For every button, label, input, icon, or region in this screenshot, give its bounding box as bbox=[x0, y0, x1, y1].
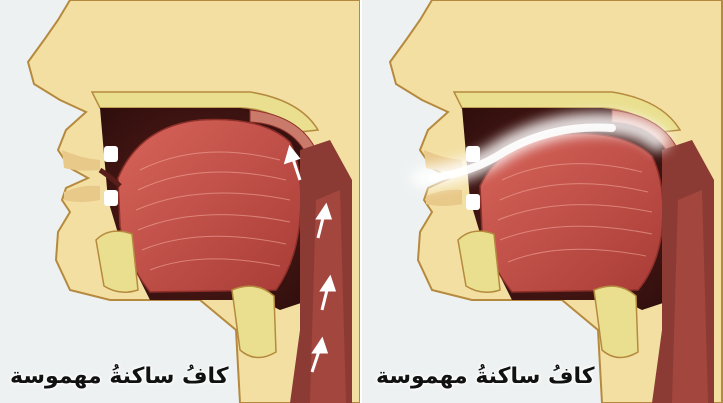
upper-teeth bbox=[104, 146, 118, 162]
caption-right: كافُ ساكنةُ مهموسة bbox=[376, 364, 595, 389]
lower-teeth bbox=[466, 194, 480, 210]
panel-left-kaf-articulation: كافُ ساكنةُ مهموسة bbox=[0, 0, 361, 403]
panel-right-kaf-release: كافُ ساكنةُ مهموسة bbox=[362, 0, 723, 403]
head-cross-section-left bbox=[0, 0, 361, 403]
caption-left: كافُ ساكنةُ مهموسة bbox=[10, 364, 229, 389]
head-cross-section-right bbox=[362, 0, 723, 403]
lower-teeth bbox=[104, 190, 118, 206]
